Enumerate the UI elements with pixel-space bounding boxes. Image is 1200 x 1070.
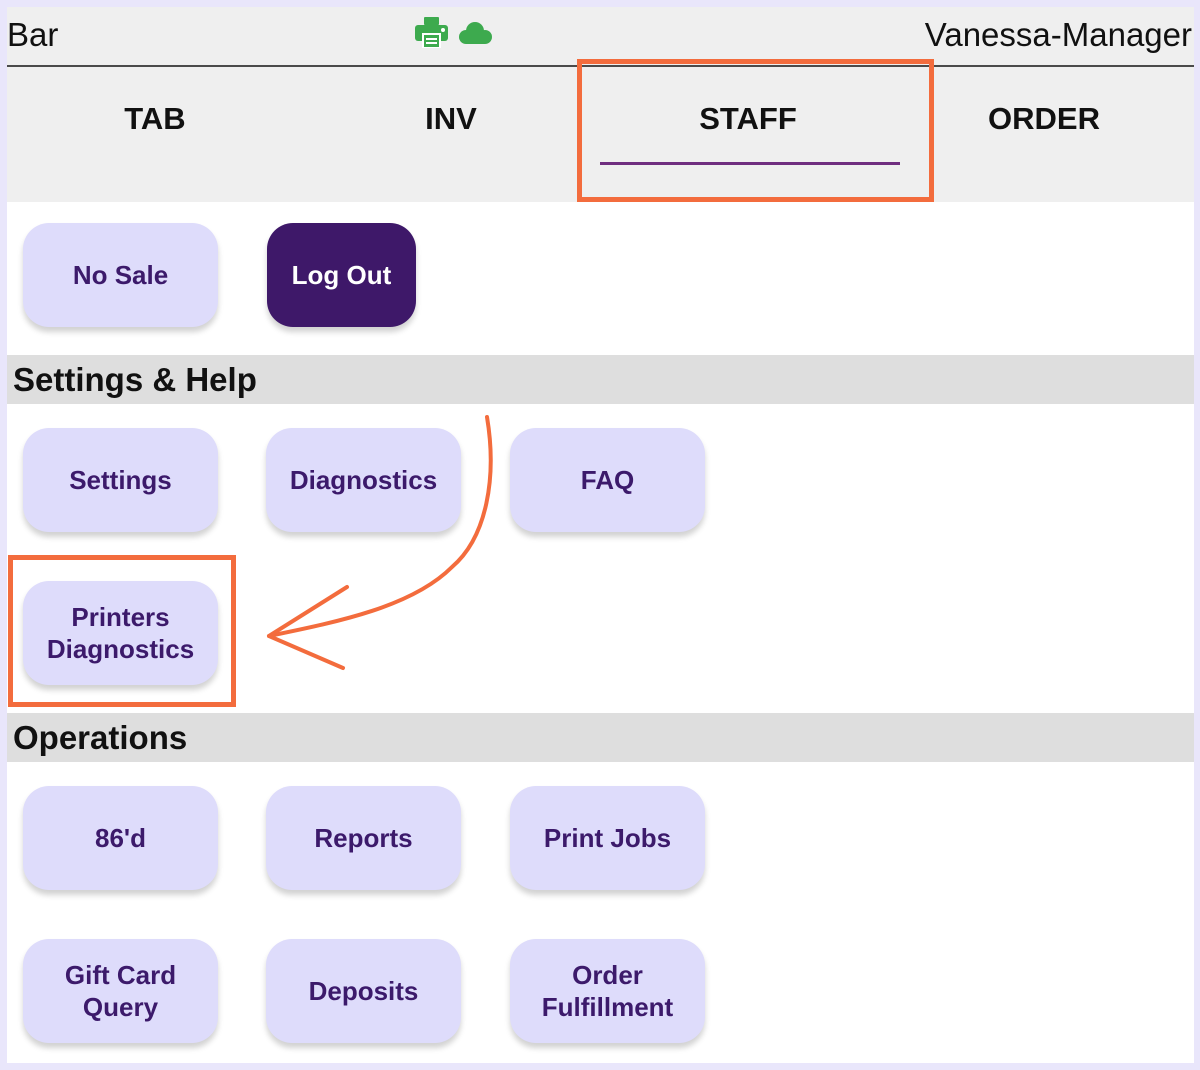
tab-label: ORDER — [988, 101, 1100, 136]
tab-label: STAFF — [699, 101, 797, 136]
86d-button[interactable]: 86'd — [23, 786, 218, 890]
cloud-icon — [459, 22, 492, 44]
staff-tab-highlight — [577, 59, 934, 202]
current-user: Vanessa-Manager — [924, 16, 1192, 53]
gift-card-query-button[interactable]: Gift Card Query — [23, 939, 218, 1043]
status-icons — [415, 17, 495, 49]
main-tabs: TAB INV STAFF ORDER — [7, 67, 1194, 202]
tab-order[interactable]: ORDER — [896, 67, 1192, 202]
section-header-operations: Operations — [7, 713, 1194, 762]
deposits-button[interactable]: Deposits — [266, 939, 461, 1043]
active-tab-indicator — [600, 162, 900, 165]
faq-button[interactable]: FAQ — [510, 428, 705, 532]
printer-icon — [415, 17, 448, 48]
section-header-settings-help: Settings & Help — [7, 355, 1194, 404]
log-out-button[interactable]: Log Out — [267, 223, 416, 327]
location-name: Bar — [7, 16, 59, 53]
printers-diagnostics-highlight — [8, 555, 236, 707]
tab-tab[interactable]: TAB — [7, 67, 303, 202]
top-bar: Bar Vanessa-Man — [7, 7, 1194, 67]
order-fulfillment-button[interactable]: Order Fulfillment — [510, 939, 705, 1043]
reports-button[interactable]: Reports — [266, 786, 461, 890]
tab-label: TAB — [124, 101, 186, 136]
print-jobs-button[interactable]: Print Jobs — [510, 786, 705, 890]
diagnostics-button[interactable]: Diagnostics — [266, 428, 461, 532]
tab-inv[interactable]: INV — [303, 67, 599, 202]
settings-button[interactable]: Settings — [23, 428, 218, 532]
tab-staff[interactable]: STAFF — [600, 67, 896, 202]
app-screen: Bar Vanessa-Man — [7, 7, 1194, 1063]
no-sale-button[interactable]: No Sale — [23, 223, 218, 327]
printers-diagnostics-button[interactable]: Printers Diagnostics — [23, 581, 218, 685]
tab-label: INV — [425, 101, 477, 136]
